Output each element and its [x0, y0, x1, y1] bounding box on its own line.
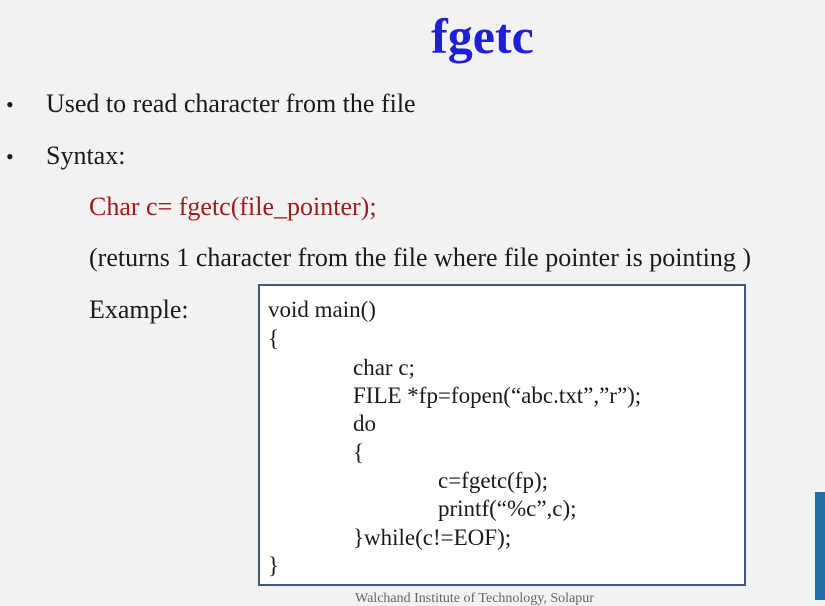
code-line: printf(“%c”,c);	[438, 496, 577, 521]
code-line: {	[353, 440, 365, 465]
side-accent-bar	[815, 492, 825, 600]
example-label: Example:	[89, 295, 189, 324]
code-line: {	[268, 326, 280, 351]
slide-title: fgetc	[431, 8, 534, 64]
code-line: }while(c!=EOF);	[353, 525, 512, 550]
bullet-marker: •	[6, 144, 14, 169]
bullet-text-usage: Used to read character from the file	[46, 89, 416, 118]
code-example-box: void main() { char c; FILE *fp=fopen(“ab…	[258, 284, 746, 586]
code-line: }	[268, 553, 280, 578]
syntax-code: Char c= fgetc(file_pointer);	[89, 192, 377, 221]
code-line: void main()	[268, 297, 376, 322]
code-line: char c;	[353, 355, 415, 380]
code-line: c=fgetc(fp);	[438, 468, 549, 493]
returns-note: (returns 1 character from the file where…	[89, 243, 752, 272]
code-line: FILE *fp=fopen(“abc.txt”,”r”);	[353, 383, 642, 408]
footer-text: Walchand Institute of Technology, Solapu…	[355, 591, 594, 606]
bullet-text-syntax: Syntax:	[46, 141, 126, 170]
bullet-marker: •	[6, 92, 14, 117]
code-line: do	[353, 411, 376, 436]
